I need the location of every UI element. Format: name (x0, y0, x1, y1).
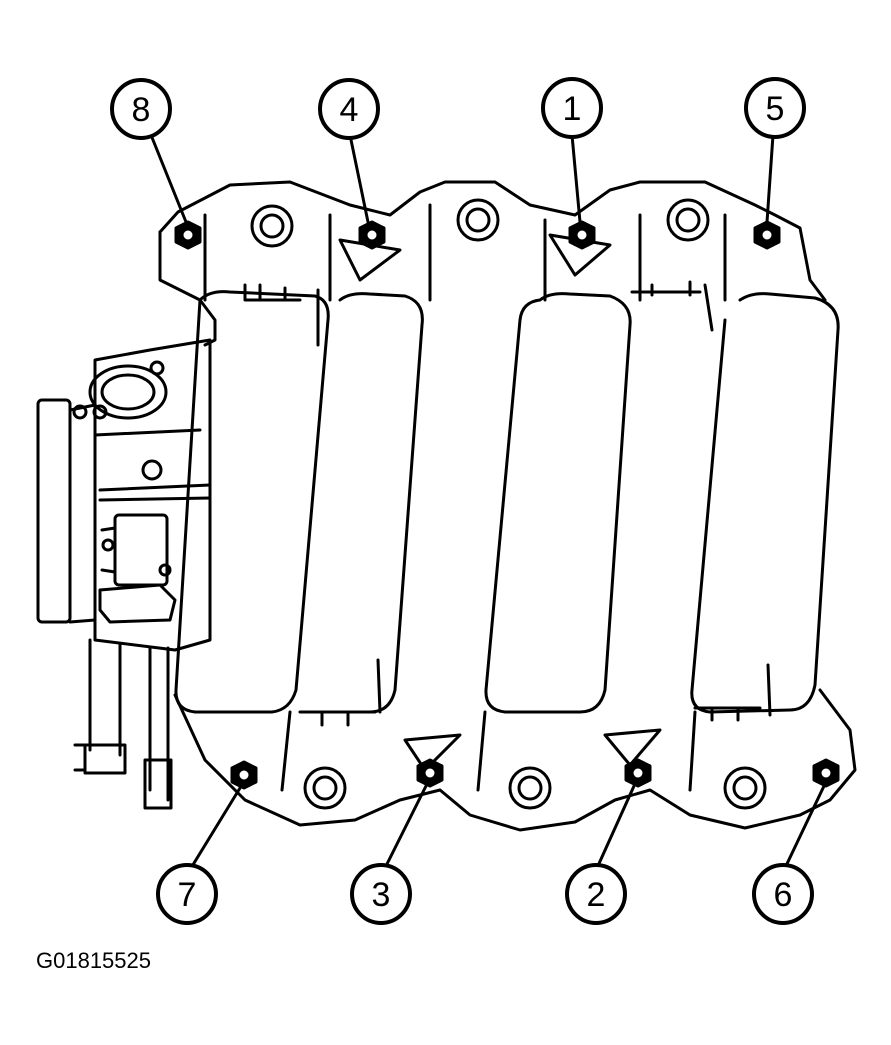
bolt-7 (230, 760, 258, 790)
callout-7: 7 (178, 876, 197, 914)
callout-1: 1 (563, 90, 582, 128)
figure-code: G01815525 (36, 948, 151, 973)
manifold-bolts (174, 220, 840, 790)
callout-4: 4 (340, 91, 359, 129)
bolt-2 (624, 758, 652, 788)
leader-lines (149, 133, 826, 870)
callout-2: 2 (587, 876, 606, 914)
throttle-body (36, 338, 212, 810)
bolt-8 (174, 220, 202, 250)
callout-3: 3 (372, 876, 391, 914)
callout-5: 5 (766, 90, 785, 128)
callout-circles (110, 77, 814, 925)
callout-8: 8 (132, 91, 151, 129)
callout-6: 6 (774, 876, 793, 914)
bolt-6 (812, 758, 840, 788)
bolt-5 (753, 220, 781, 250)
manifold-body (158, 180, 857, 832)
bolt-4 (358, 220, 386, 250)
bolt-1 (568, 220, 596, 250)
runner-ports (250, 198, 767, 810)
bolt-3 (416, 758, 444, 788)
